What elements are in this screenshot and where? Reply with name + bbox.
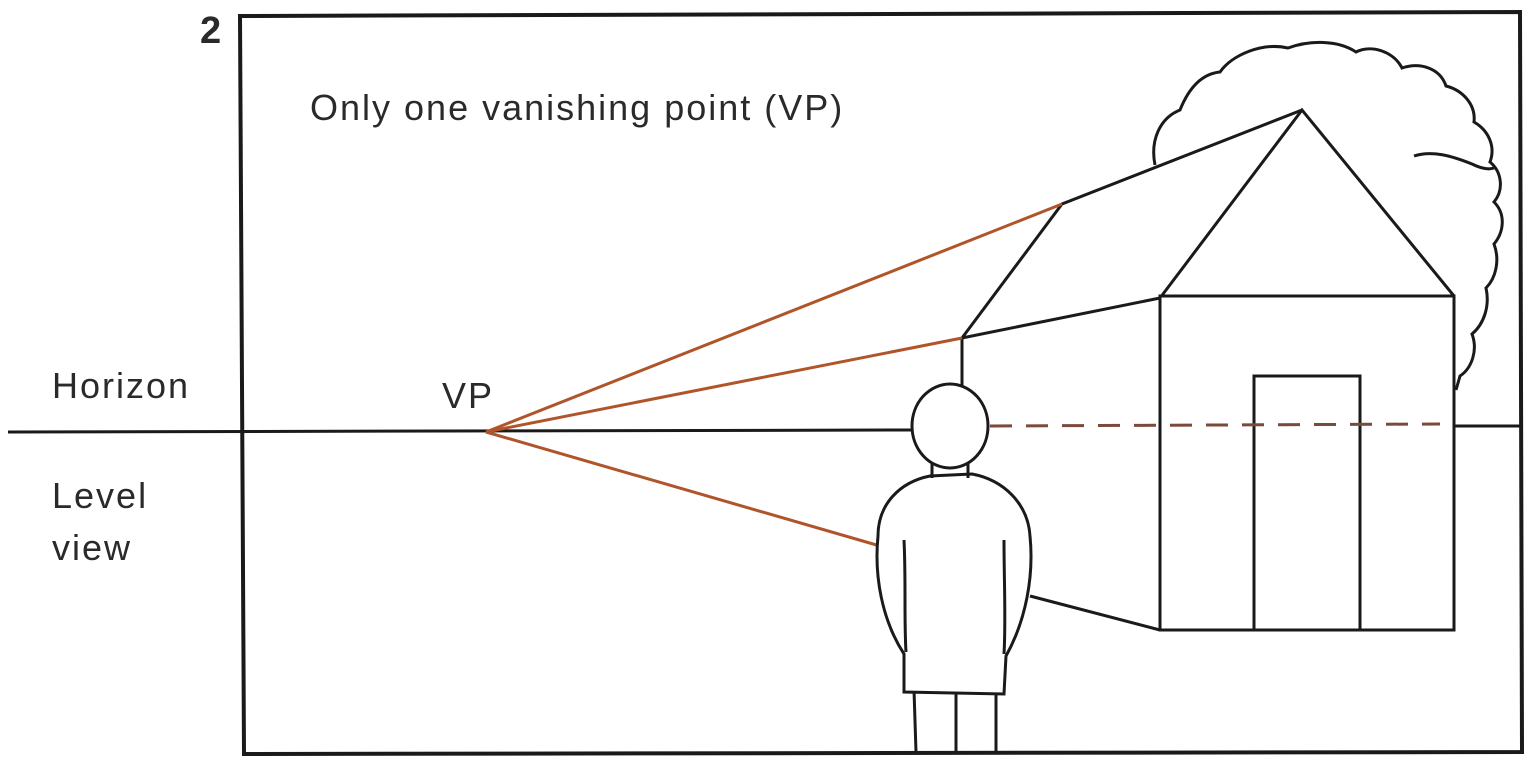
perspective-line-eave <box>485 336 963 434</box>
horizon-label: Horizon <box>52 365 191 406</box>
level-view-label: Level view <box>52 470 148 574</box>
perspective-line-roof <box>485 202 1063 434</box>
frame-border <box>237 9 1525 757</box>
figure-number: 2 <box>200 10 222 52</box>
level-view-line1: Level <box>52 475 149 516</box>
house-door <box>1252 374 1362 630</box>
house-base-edge <box>1029 594 1161 632</box>
house-gable <box>1158 107 1456 299</box>
tree-outline <box>1152 40 1504 391</box>
eye-level-dashed-line <box>989 422 1441 428</box>
person-head <box>910 382 990 470</box>
house-front-wall <box>1158 294 1456 632</box>
tree-branch <box>1413 152 1495 171</box>
vanishing-point-label: VP <box>442 375 495 416</box>
level-view-line2: view <box>52 527 133 568</box>
person-arms <box>902 539 1007 655</box>
horizon-line <box>7 428 913 434</box>
house-roof-side <box>958 108 1303 341</box>
perspective-line-base <box>485 430 881 548</box>
person-body <box>875 472 1033 696</box>
person-legs <box>912 689 998 753</box>
diagram-title: Only one vanishing point (VP) <box>310 87 845 128</box>
